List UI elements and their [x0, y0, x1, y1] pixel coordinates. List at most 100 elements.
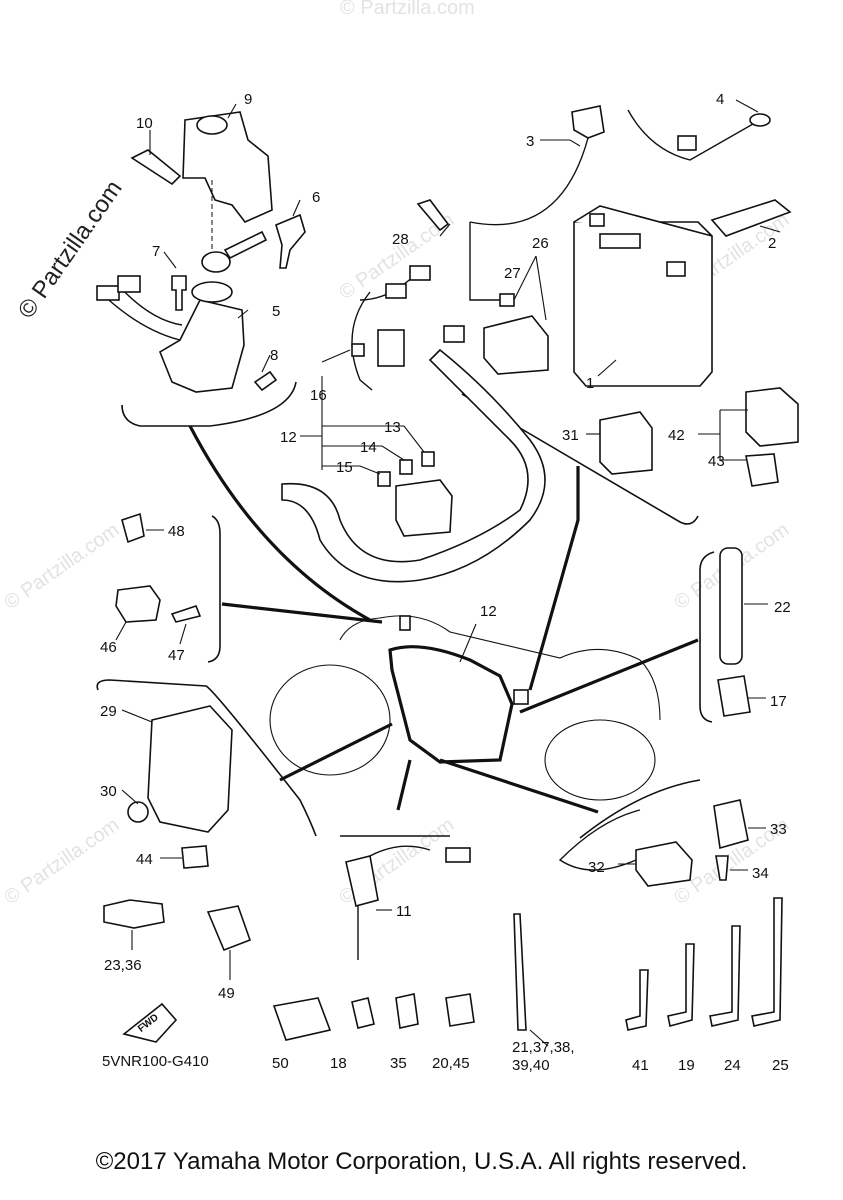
callout-46: 46	[100, 639, 117, 656]
callout-22: 22	[774, 599, 791, 616]
callout-44: 44	[136, 851, 153, 868]
motorcycle-silhouette	[188, 425, 699, 814]
stud-group	[699, 547, 768, 723]
main-switch-group	[96, 103, 306, 427]
callout-32: 32	[588, 859, 605, 876]
callout-14: 14	[360, 439, 377, 456]
tie-24	[709, 925, 741, 1027]
stud-22	[719, 547, 743, 665]
clamp-23-36	[103, 899, 165, 929]
callout-19: 19	[678, 1057, 695, 1074]
callout-27: 27	[504, 265, 521, 282]
callout-25: 25	[772, 1057, 789, 1074]
fuse-16	[351, 343, 365, 357]
callout-31: 31	[562, 427, 579, 444]
sensor-46	[115, 585, 161, 623]
clamp-44	[181, 845, 209, 869]
neutral-switch-group	[340, 835, 471, 960]
diagram-code: 5VNR100-G410	[102, 1053, 209, 1070]
callout-8: 8	[270, 347, 278, 364]
watermark-top: © Partzilla.com	[340, 0, 475, 19]
wire-harness-12	[281, 348, 546, 583]
tie-19	[667, 943, 695, 1027]
tie-25	[751, 897, 783, 1027]
callout-35: 35	[390, 1055, 407, 1072]
screw-47	[170, 605, 202, 623]
callout-23-36: 23,36	[104, 957, 142, 974]
bolt-28	[416, 199, 450, 232]
callout-9: 9	[244, 91, 252, 108]
callout-12-bike: 12	[480, 603, 497, 620]
callout-21-line2: 39,40	[512, 1057, 550, 1074]
battery-band-2	[710, 199, 792, 237]
battery-group	[281, 99, 799, 583]
copyright-footer: ©2017 Yamaha Motor Corporation, U.S.A. A…	[95, 1148, 748, 1175]
clamp-48	[121, 512, 145, 544]
clamp-20-45	[445, 993, 475, 1027]
watermarks: © Partzilla.com © Partzilla.com © Partzi…	[0, 0, 793, 909]
callout-13: 13	[384, 419, 401, 436]
callout-34: 34	[752, 865, 769, 882]
fwd-arrow	[122, 1002, 178, 1043]
callout-4: 4	[716, 91, 724, 108]
fuse-13	[421, 451, 435, 467]
main-switch-5	[159, 299, 245, 393]
callouts: 1 2 3 4 5 6 7 8 9 10 11 12 12 13 14 15 1…	[100, 91, 791, 1074]
callout-24: 24	[724, 1057, 741, 1074]
fuse-box	[395, 479, 453, 537]
cover-33	[713, 799, 749, 850]
callout-50: 50	[272, 1055, 289, 1072]
regulator-group	[96, 679, 317, 869]
callout-3: 3	[526, 133, 534, 150]
callout-18: 18	[330, 1055, 347, 1072]
clamps-ties	[103, 897, 783, 1047]
callout-29: 29	[100, 703, 117, 720]
clamp-17	[717, 675, 751, 717]
fuse-27	[499, 293, 515, 307]
callout-41: 41	[632, 1057, 649, 1074]
harness-route	[388, 645, 514, 764]
screw-8	[253, 370, 278, 392]
callout-26: 26	[532, 235, 549, 252]
sensor-32-group	[558, 779, 766, 887]
callout-7: 7	[152, 243, 160, 260]
battery-1	[573, 221, 713, 387]
clamp-49	[206, 905, 252, 952]
callout-2: 2	[768, 235, 776, 252]
callout-17: 17	[770, 693, 787, 710]
callout-21-line1: 21,37,38,	[512, 1039, 575, 1056]
grommet-30	[127, 801, 149, 823]
lead-wire-4	[627, 109, 761, 161]
callout-11: 11	[396, 903, 412, 920]
screw-7	[171, 275, 187, 311]
relay-31	[599, 411, 653, 475]
sensor-32	[635, 841, 693, 887]
fuse-15	[377, 471, 391, 487]
callout-20-45: 20,45	[432, 1055, 470, 1072]
bolt-10	[130, 149, 182, 186]
callout-33: 33	[770, 821, 787, 838]
callout-5: 5	[272, 303, 280, 320]
callout-1: 1	[586, 375, 594, 392]
callout-47: 47	[168, 647, 185, 664]
switch-11	[345, 855, 379, 907]
fuse-14	[399, 459, 413, 475]
fuse-cover-43	[745, 453, 779, 487]
callout-48: 48	[168, 523, 185, 540]
sensor-group	[115, 512, 221, 663]
terminal-cap-3	[571, 105, 605, 139]
callout-49: 49	[218, 985, 235, 1002]
callout-6: 6	[312, 189, 320, 206]
watermark: © Partzilla.com	[0, 519, 123, 614]
rectifier-regulator-29	[147, 705, 233, 833]
callout-43: 43	[708, 453, 725, 470]
tie-41	[625, 969, 649, 1031]
clamp-18	[351, 997, 375, 1029]
fuse-holder-42	[745, 387, 799, 447]
callout-12-top: 12	[280, 429, 297, 446]
screw-34	[715, 855, 729, 881]
switch-cover-9	[182, 111, 273, 223]
clamp-35	[395, 993, 419, 1029]
callout-10: 10	[136, 115, 153, 132]
